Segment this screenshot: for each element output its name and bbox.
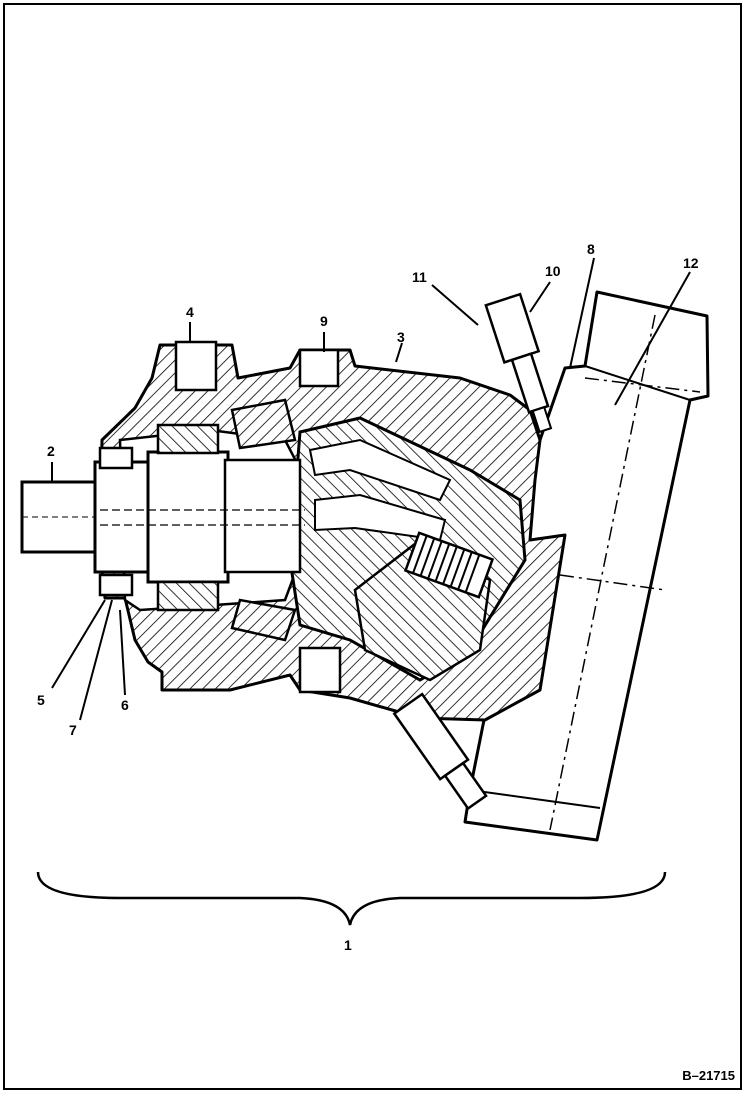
callout-4: 4 <box>186 304 194 320</box>
callout-12: 12 <box>683 255 699 271</box>
leader-lines <box>51 257 691 721</box>
plugs <box>174 340 342 694</box>
callout-1: 1 <box>344 937 352 953</box>
bearings <box>156 398 297 642</box>
center-spring <box>403 531 495 599</box>
callout-8: 8 <box>587 241 595 257</box>
valve-block <box>463 290 710 842</box>
figure-code: B–21715 <box>682 1068 735 1083</box>
callout-11: 11 <box>412 269 427 285</box>
callout-2: 2 <box>47 443 55 459</box>
shaft-seals <box>98 446 134 597</box>
callout-9: 9 <box>320 313 328 329</box>
callout-3: 3 <box>397 329 405 345</box>
output-shaft <box>20 450 305 584</box>
callout-6: 6 <box>121 697 129 713</box>
callout-10: 10 <box>545 263 561 279</box>
adjustment-screws <box>392 292 553 811</box>
assembly-brace <box>36 871 667 926</box>
callout-5: 5 <box>37 692 45 708</box>
callout-7: 7 <box>69 722 77 738</box>
